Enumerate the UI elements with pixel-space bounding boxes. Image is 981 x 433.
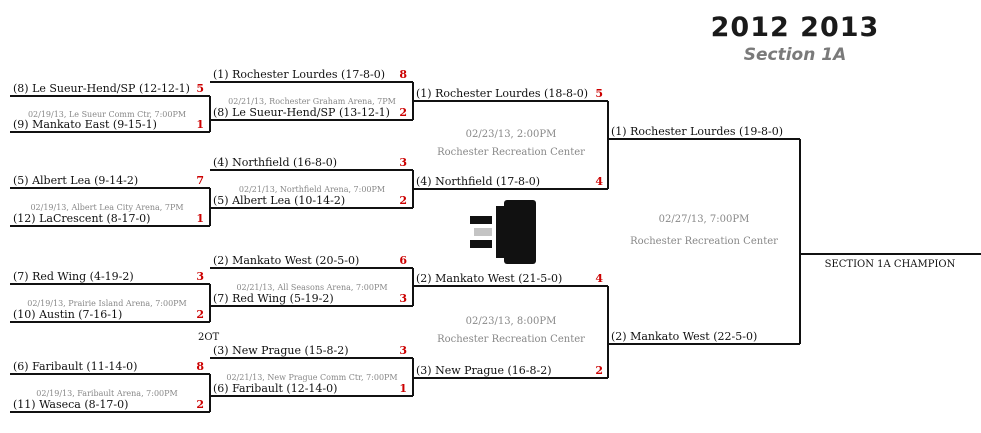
round1-game-2-bottom-team: (12) LaCrescent (8-17-0) [13, 212, 150, 225]
league-logo-icon [466, 200, 538, 264]
quarterfinal-game-1-top-score: 8 [399, 68, 407, 81]
semifinal-game-1-bottom-team: (4) Northfield (17-8-0) [416, 175, 540, 188]
quarterfinal-game-4-top-score: 3 [399, 344, 407, 357]
semifinal-game-2-venue: Rochester Recreation Center [437, 334, 585, 345]
round1-game-1-bottom-team: (9) Mankato East (9-15-1) [13, 118, 157, 131]
quarterfinal-game-3-top-team: (2) Mankato West (20-5-0) [213, 254, 359, 267]
round1-game-2-bottom-score: 1 [196, 212, 204, 225]
quarterfinal-game-2-top-team: (4) Northfield (16-8-0) [213, 156, 337, 169]
quarterfinal-game-1-top-team: (1) Rochester Lourdes (17-8-0) [213, 68, 385, 81]
champion-label: SECTION 1A CHAMPION [825, 259, 956, 270]
round1-game-4-game-info: 02/19/13, Faribault Arena, 7:00PM [36, 389, 177, 398]
quarterfinal-game-1-bottom-score: 2 [399, 106, 407, 119]
quarterfinal-game-3-bottom-team: (7) Red Wing (5-19-2) [213, 292, 334, 305]
semifinal-game-2-bottom-team: (3) New Prague (16-8-2) [416, 364, 552, 377]
round1-game-2-top-team: (5) Albert Lea (9-14-2) [13, 174, 138, 187]
quarterfinal-game-2-bottom-team: (5) Albert Lea (10-14-2) [213, 194, 345, 207]
round1-game-1-top-team: (8) Le Sueur-Hend/SP (12-12-1) [13, 82, 190, 95]
round1-game-3-bottom-score: 2 [196, 308, 204, 321]
quarterfinal-game-2-top-score: 3 [399, 156, 407, 169]
round1-game-1-top-score: 5 [196, 82, 204, 95]
quarterfinal-game-3-top-score: 6 [399, 254, 407, 267]
quarterfinal-game-4-bottom-team: (6) Faribault (12-14-0) [213, 382, 337, 395]
semifinal-game-1-bottom-score: 4 [595, 175, 603, 188]
quarterfinal-game-1-game-info: 02/21/13, Rochester Graham Arena, 7PM [228, 97, 396, 106]
semifinal-game-1-venue: Rochester Recreation Center [437, 147, 585, 158]
quarterfinal-game-2-bottom-score: 2 [399, 194, 407, 207]
semifinal-game-2-date: 02/23/13, 8:00PM [466, 316, 557, 327]
round1-game-3-top-team: (7) Red Wing (4-19-2) [13, 270, 134, 283]
round1-game-4-top-team: (6) Faribault (11-14-0) [13, 360, 137, 373]
quarterfinal-game-2-game-info: 02/21/13, Northfield Arena, 7:00PM [239, 185, 385, 194]
round1-game-2-top-score: 7 [196, 174, 204, 187]
final-top-team: (1) Rochester Lourdes (19-8-0) [611, 125, 783, 138]
section-title: Section 1A [743, 45, 847, 65]
round1-game-4-top-score: 8 [196, 360, 204, 373]
quarterfinal-game-3-game-info: 02/21/13, All Seasons Arena, 7:00PM [236, 283, 387, 292]
semifinal-game-1-top-team: (1) Rochester Lourdes (18-8-0) [416, 87, 588, 100]
round1-game-3-bottom-team: (10) Austin (7-16-1) [13, 308, 122, 321]
overtime-note: 2OT [198, 332, 220, 343]
final-date: 02/27/13, 7:00PM [659, 214, 750, 225]
semifinal-game-1-date: 02/23/13, 2:00PM [466, 129, 557, 140]
round1-game-3-top-score: 3 [196, 270, 204, 283]
season-title: 2012 2013 [710, 12, 880, 43]
round1-game-2-game-info: 02/19/13, Albert Lea City Arena, 7PM [30, 203, 183, 212]
semifinal-game-1-top-score: 5 [595, 87, 603, 100]
round1-game-1-bottom-score: 1 [196, 118, 204, 131]
round1-game-4-bottom-team: (11) Waseca (8-17-0) [13, 398, 128, 411]
quarterfinal-game-1-bottom-team: (8) Le Sueur-Hend/SP (13-12-1) [213, 106, 390, 119]
semifinal-game-2-bottom-score: 2 [595, 364, 603, 377]
quarterfinal-game-3-bottom-score: 3 [399, 292, 407, 305]
semifinal-game-2-top-team: (2) Mankato West (21-5-0) [416, 272, 562, 285]
quarterfinal-game-4-game-info: 02/21/13, New Prague Comm Ctr, 7:00PM [226, 373, 397, 382]
final-bottom-team: (2) Mankato West (22-5-0) [611, 330, 757, 343]
semifinal-game-2-top-score: 4 [595, 272, 603, 285]
round1-game-1-game-info: 02/19/13, Le Sueur Comm Ctr, 7:00PM [28, 110, 186, 119]
quarterfinal-game-4-bottom-score: 1 [399, 382, 407, 395]
final-venue: Rochester Recreation Center [630, 236, 778, 247]
quarterfinal-game-4-top-team: (3) New Prague (15-8-2) [213, 344, 349, 357]
round1-game-3-game-info: 02/19/13, Prairie Island Arena, 7:00PM [27, 299, 187, 308]
round1-game-4-bottom-score: 2 [196, 398, 204, 411]
